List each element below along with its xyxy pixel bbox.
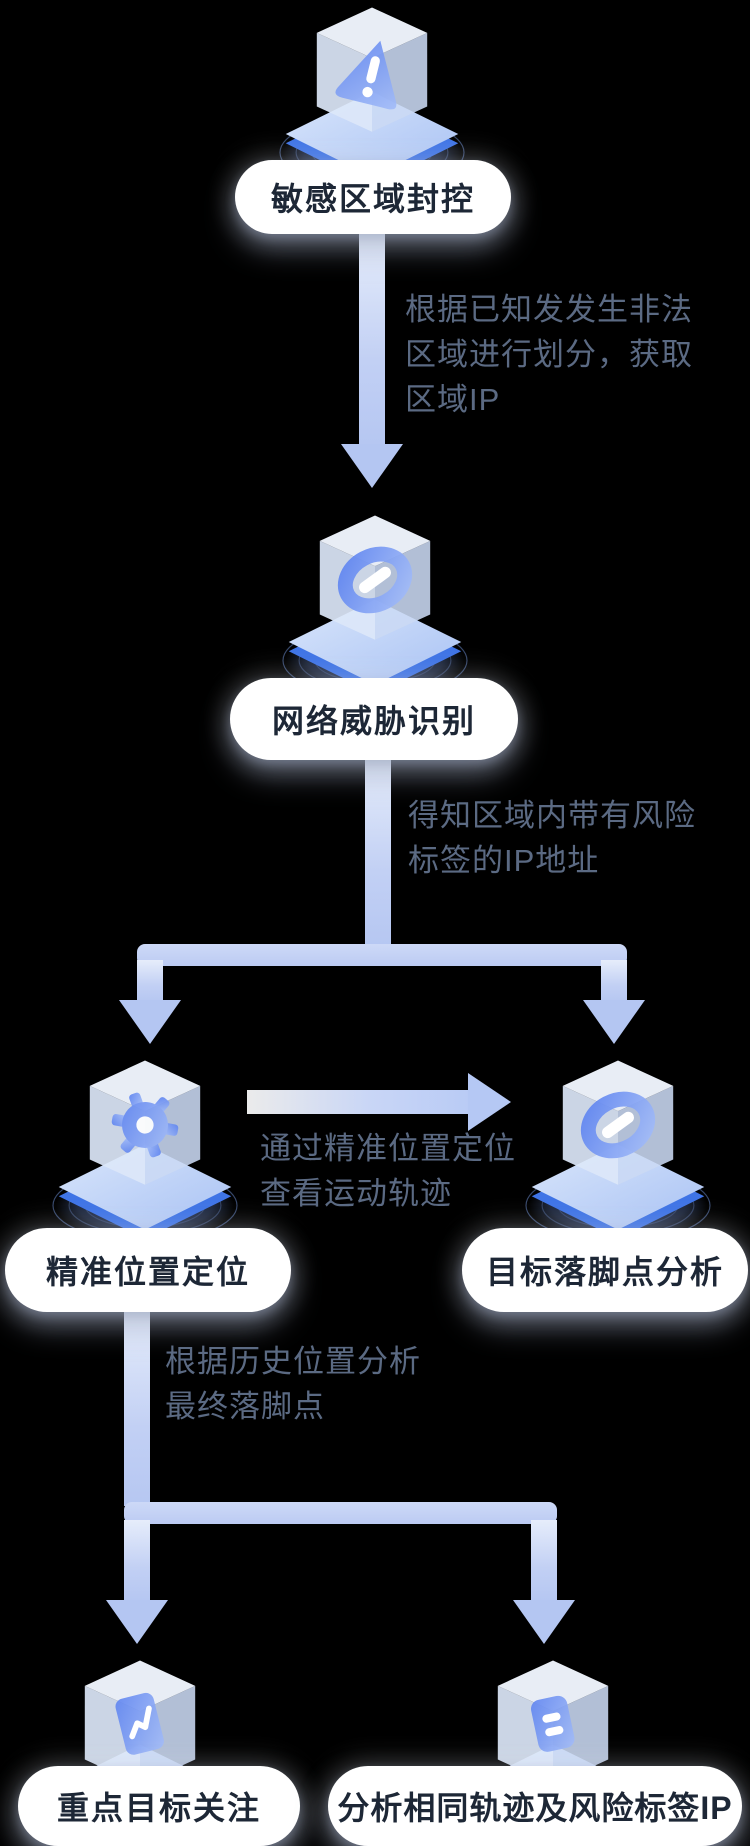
- annotation-line: 查看运动轨迹: [260, 1176, 452, 1211]
- node-label-key-target: 重点目标关注: [18, 1766, 300, 1846]
- annotation-line: 根据历史位置分析: [165, 1344, 421, 1379]
- annotation-line: 得知区域内带有风险: [408, 798, 696, 833]
- branch-left-line-2: [124, 1520, 150, 1600]
- annotation-line: 根据已知发发生非法: [405, 292, 693, 327]
- arrow-line-3: [247, 1090, 469, 1114]
- ring-cube-icon: [525, 1060, 711, 1242]
- node-label-text: 目标落脚点分析: [485, 1254, 724, 1290]
- node-label-text: 网络威胁识别: [271, 703, 476, 739]
- ring-cube-icon: [282, 515, 468, 697]
- branch-bar-1: [137, 944, 627, 966]
- branch-right-line-1: [601, 960, 627, 1002]
- edge-annotation-2: 得知区域内带有风险 标签的IP地址: [408, 793, 696, 883]
- arrow-down-icon: [583, 1000, 645, 1044]
- arrow-down-icon: [119, 1000, 181, 1044]
- branch-left-line-1: [137, 960, 163, 1002]
- annotation-line: 通过精准位置定位: [260, 1131, 516, 1166]
- arrow-line-2: [365, 758, 391, 946]
- arrow-line-1: [359, 234, 385, 444]
- annotation-line: 区域IP: [405, 382, 501, 417]
- node-label-text: 分析相同轨迹及风险标签IP: [337, 1790, 733, 1826]
- node-label-text: 精准位置定位: [45, 1254, 250, 1290]
- arrow-down-icon: [106, 1600, 168, 1644]
- arrow-line-4: [124, 1310, 150, 1506]
- edge-annotation-1: 根据已知发发生非法 区域进行划分，获取 区域IP: [405, 287, 693, 422]
- node-label-same-trajectory-ip: 分析相同轨迹及风险标签IP: [328, 1766, 742, 1846]
- gear-cube-icon: [52, 1060, 238, 1242]
- node-label-foothold-analysis: 目标落脚点分析: [462, 1228, 748, 1312]
- node-label-threat-identification: 网络威胁识别: [230, 678, 518, 760]
- annotation-line: 区域进行划分，获取: [405, 337, 693, 372]
- node-label-text: 敏感区域封控: [270, 181, 475, 217]
- arrow-down-icon: [513, 1600, 575, 1644]
- branch-right-line-2: [531, 1520, 557, 1600]
- branch-bar-2: [124, 1502, 557, 1524]
- node-label-sensitive-area: 敏感区域封控: [235, 160, 511, 234]
- arrow-right-icon: [468, 1073, 511, 1131]
- edge-annotation-3: 通过精准位置定位 查看运动轨迹: [260, 1126, 516, 1216]
- annotation-line: 标签的IP地址: [408, 843, 600, 878]
- node-label-text: 重点目标关注: [56, 1790, 261, 1826]
- node-label-precise-location: 精准位置定位: [5, 1228, 291, 1312]
- annotation-line: 最终落脚点: [165, 1389, 325, 1424]
- edge-annotation-4: 根据历史位置分析 最终落脚点: [165, 1339, 421, 1429]
- arrow-down-icon: [341, 444, 403, 488]
